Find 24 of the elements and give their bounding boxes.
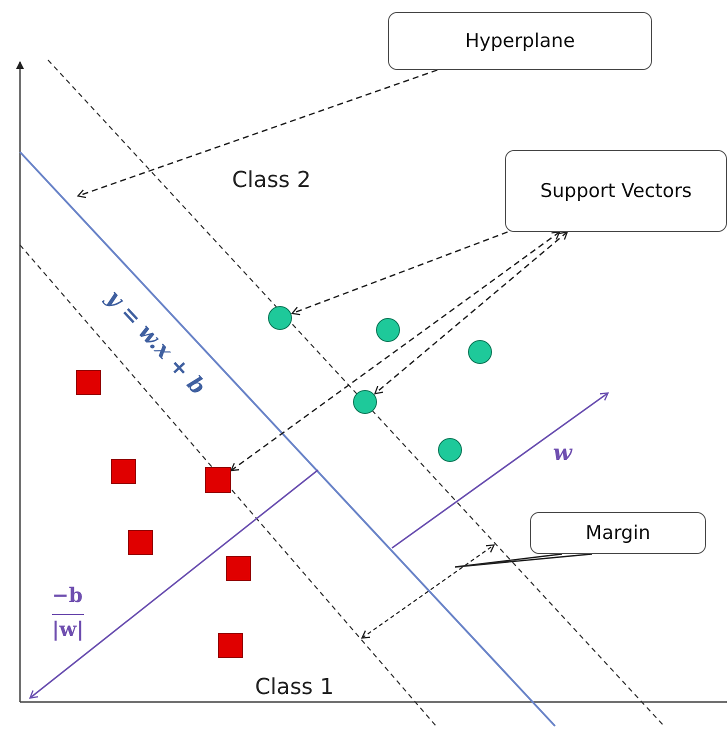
data-point-square	[205, 467, 231, 493]
callout-box: Margin	[530, 512, 706, 554]
callout-box: Hyperplane	[388, 12, 652, 70]
leader-line	[292, 231, 508, 316]
data-point-square	[226, 556, 251, 581]
data-point-circle	[353, 390, 377, 414]
fraction-denominator: |w|	[52, 614, 84, 641]
data-point-circle	[376, 318, 400, 342]
equation-label: y = w.x + b	[100, 285, 211, 400]
data-point-square	[218, 633, 243, 658]
data-point-square	[128, 530, 153, 555]
class-label: Class 2	[232, 168, 311, 193]
leader-line	[230, 231, 560, 472]
leader-line	[374, 231, 568, 394]
data-point-square	[111, 459, 136, 484]
callout-box: Support Vectors	[505, 150, 727, 232]
data-point-circle	[468, 340, 492, 364]
class-label: Class 1	[255, 675, 334, 700]
data-point-circle	[268, 306, 292, 330]
data-point-square	[76, 370, 101, 395]
data-point-circle	[438, 438, 462, 462]
leader-line	[77, 69, 438, 198]
fraction-numerator: −b	[52, 583, 83, 607]
vector-label: w	[553, 440, 572, 466]
